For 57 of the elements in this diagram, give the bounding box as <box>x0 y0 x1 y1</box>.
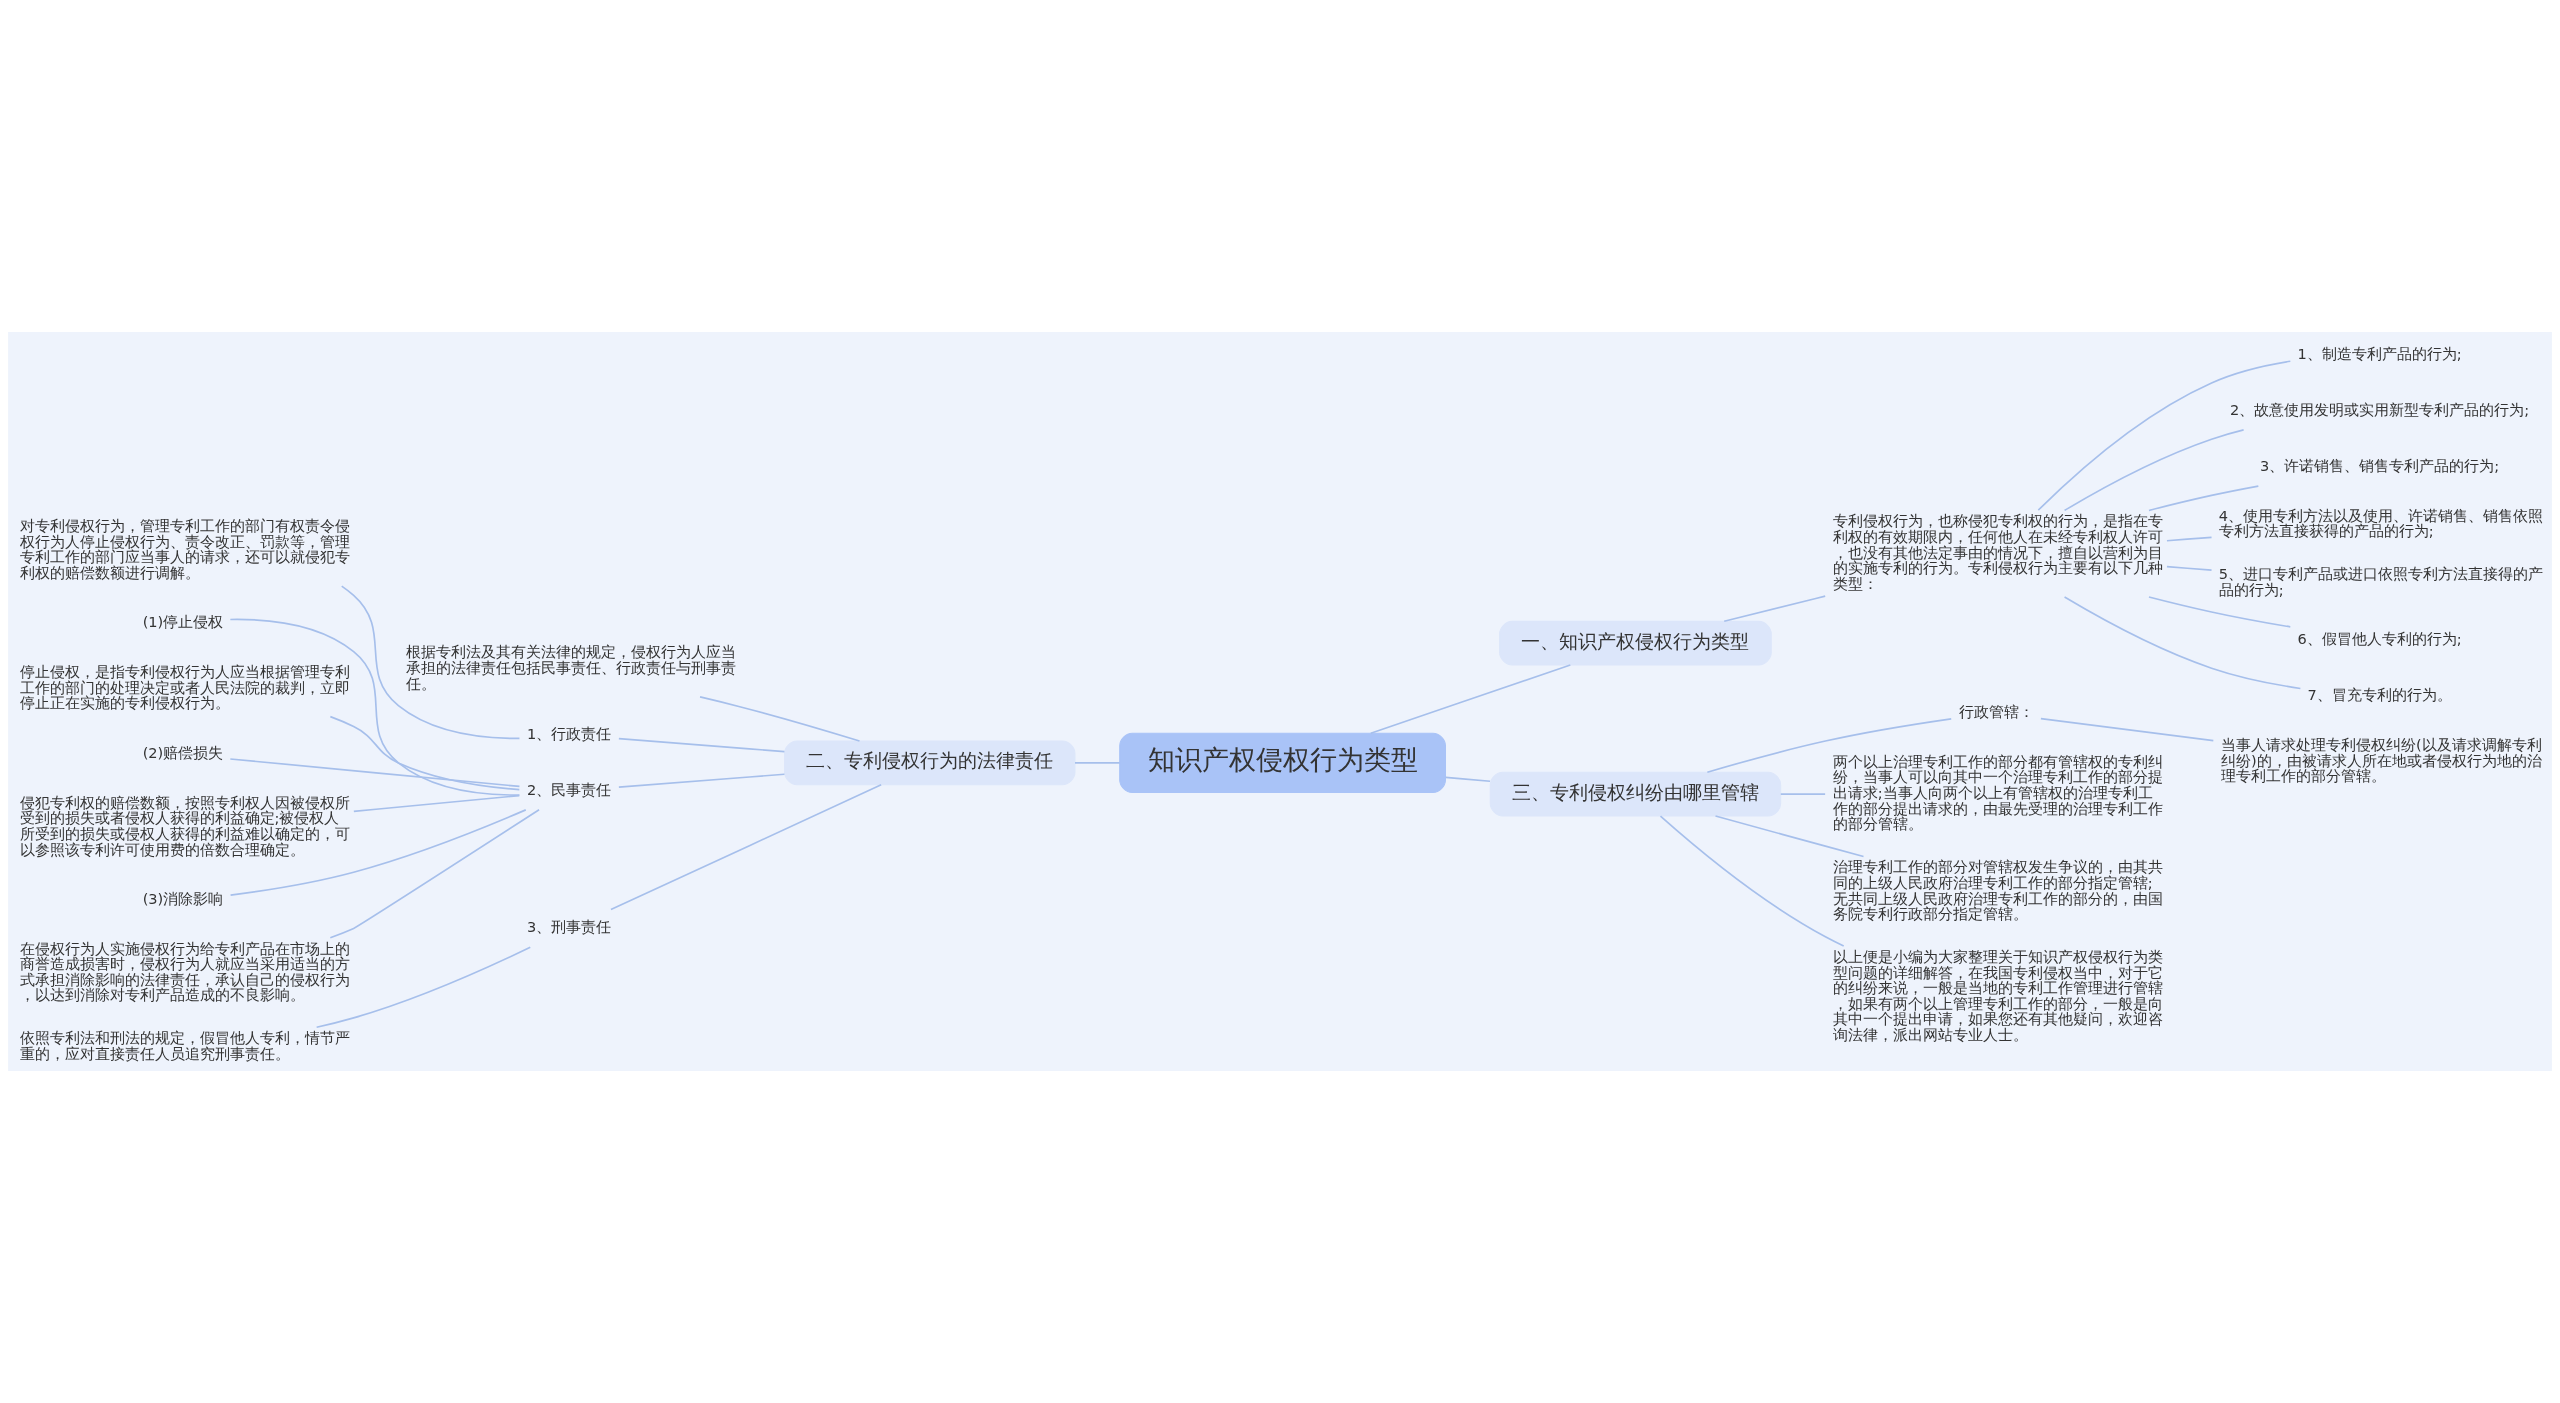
node-text: (1)停止侵权 <box>142 613 224 631</box>
node-text: 1、行政责任 <box>526 724 612 742</box>
connector <box>315 946 532 1029</box>
connector <box>1723 595 1827 623</box>
node-box: 二、专利侵权行为的法律责任 <box>784 740 1076 786</box>
node-text: 依照专利法和刑法的规定，假冒他人专利，情节严重的，应对直接责任人员追究刑事责任。 <box>19 1029 350 1062</box>
node-text: 3、刑事责任 <box>526 918 612 936</box>
connector <box>1714 815 1865 858</box>
node-text: 停止侵权，是指专利侵权行为人应当根据管理专利工作的部门的处理决定或者人民法院的裁判，立即停止正在实施的专利侵权行为。 <box>19 663 350 712</box>
connector <box>1659 815 1845 947</box>
node-box: 一、知识产权侵权行为类型 <box>1499 620 1772 666</box>
connector <box>353 794 521 813</box>
connector <box>1779 793 1826 795</box>
node-text: 侵犯专利权的赔偿数额，按照专利权人因被侵权所受到的损失或者侵权人获得的利益确定;被侵权人所受到的损失或侵权人获得的利益难以确定的，可以参照该专利许可使用费的倍数合理确定。 <box>19 793 350 858</box>
node-text: 对专利侵权行为，管理专利工作的部门有权责令侵权行为人停止侵权行为、责令改正、罚款等，管理专利工作的部门应当事人的请求，还可以就侵犯专利权的赔偿数额进行调解。 <box>19 517 350 581</box>
connector <box>2040 717 2215 742</box>
connector <box>340 585 521 740</box>
connector <box>699 696 861 742</box>
connector <box>329 715 521 791</box>
node-box: 三、专利侵权纠纷由哪里管辖 <box>1489 771 1782 817</box>
connector <box>618 773 786 789</box>
node-text: 2、民事责任 <box>526 780 612 798</box>
node-text: 当事人请求处理专利侵权纠纷(以及请求调解专利纠纷)的，由被请求人所在地或者侵权行为地的治理专利工作的部分管辖。 <box>2220 736 2542 785</box>
node-text: 行政管辖： <box>1958 702 2034 720</box>
connector <box>610 784 882 911</box>
node-text: 6、假冒他人专利的行为; <box>2297 629 2462 647</box>
connector <box>229 758 521 788</box>
node-text: 根据专利法及其有关法律的规定，侵权行为人应当承担的法律责任包括民事责任、行政责任与刑事责任。 <box>405 643 736 692</box>
node-text: (3)消除影响 <box>142 890 224 908</box>
node-text: 3、许诺销售、销售专利产品的行为; <box>2260 457 2500 475</box>
connector <box>1706 718 1953 774</box>
connector <box>2148 485 2260 512</box>
connector <box>1444 776 1491 783</box>
node-text: (2)赔偿损失 <box>142 744 224 762</box>
node-text: 1、制造专利产品的行为; <box>2297 344 2462 362</box>
node-text: 以上便是小编为大家整理关于知识产权侵权行为类型问题的详细解答，在我国专利侵权当中，对于它的纠纷来说，一般是当地的专利工作管理进行管辖，如果有两个以上管理专利工作的部分，一般是向其中一个提出申请，如果您还有其他疑问，欢迎咨询法律，派出网站专业人士。 <box>1832 947 2163 1043</box>
connector <box>229 809 527 896</box>
connector <box>1369 664 1572 734</box>
node-text: 专利侵权行为，也称侵犯专利权的行为，是指在专利权的有效期限内，任何他人在未经专利权人许可，也没有其他法定事由的情况下，擅自以营利为目的实施专利的行为。专利侵权行为主要有以下几种类型： <box>1832 512 2163 592</box>
connector <box>229 618 521 796</box>
node-text: 4、使用专利方法以及使用、许诺销售、销售依照专利方法直接获得的产品的行为; <box>2218 506 2544 540</box>
node-text: 7、冒充专利的行为。 <box>2307 686 2452 704</box>
connector <box>2148 596 2292 628</box>
node-text: 治理专利工作的部分对管辖权发生争议的，由其共同的上级人民政府治理专利工作的部分指定管辖;无共同上级人民政府治理专利工作的部分的，由国务院专利行政部分指定管辖。 <box>1832 858 2163 923</box>
connector <box>2166 565 2213 571</box>
connector <box>618 737 786 753</box>
node-text: 5、进口专利产品或进口依照专利方法直接得的产品的行为; <box>2218 564 2544 598</box>
node-text: 2、故意使用发明或实用新型专利产品的行为; <box>2230 400 2530 418</box>
connector <box>1074 762 1121 764</box>
connector <box>329 808 540 939</box>
connector <box>2063 429 2245 512</box>
node-text: 在侵权行为人实施侵权行为给专利产品在市场上的商誉造成损害时，侵权行为人就应当采用适当的方式承担消除影响的法律责任，承认自己的侵权行为，以达到消除对专利产品造成的不良影响。 <box>19 939 350 1004</box>
connector <box>2037 360 2292 511</box>
node-text: 两个以上治理专利工作的部分都有管辖权的专利纠纷，当事人可以向其中一个治理专利工作的部分提出请求;当事人向两个以上有管辖权的治理专利工作的部分提出请求的，由最先受理的治理专利工作的部分管辖。 <box>1832 752 2163 833</box>
connector <box>2063 596 2302 690</box>
node-box: 知识产权侵权行为类型 <box>1119 732 1446 794</box>
connector <box>2166 536 2213 542</box>
